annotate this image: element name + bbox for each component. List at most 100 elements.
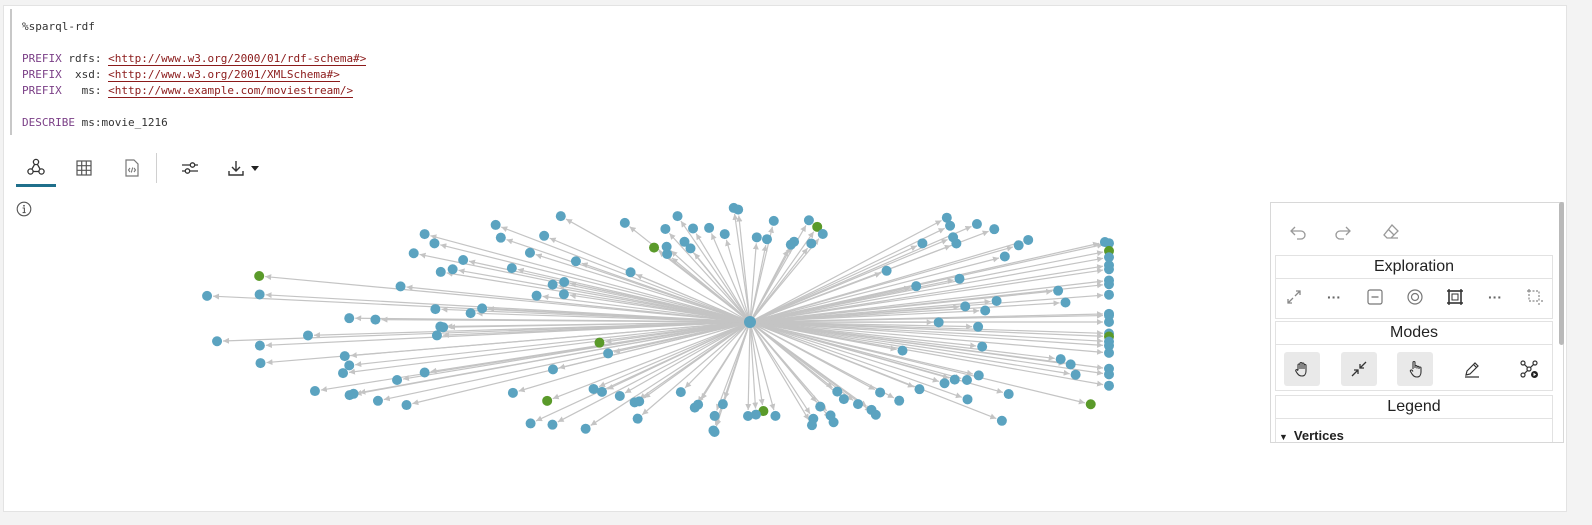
- graph-edge[interactable]: [355, 315, 751, 323]
- graph-edge[interactable]: [265, 292, 751, 323]
- graph-edge[interactable]: [749, 244, 768, 323]
- graph-vertex[interactable]: [911, 281, 922, 292]
- graph-vertex[interactable]: [750, 409, 761, 420]
- code-editor[interactable]: %sparql-rdf PREFIX rdfs: <http://www.w3.…: [10, 9, 1552, 135]
- graph-vertex[interactable]: [372, 395, 383, 406]
- graph-vertex[interactable]: [803, 215, 814, 226]
- graph-edge[interactable]: [624, 321, 751, 394]
- graph-vertex[interactable]: [973, 321, 984, 332]
- graph-vertex[interactable]: [1003, 389, 1014, 400]
- graph-edge[interactable]: [749, 321, 939, 383]
- graph-vertex[interactable]: [1104, 252, 1114, 263]
- graph-edge[interactable]: [749, 321, 1104, 348]
- graph-vertex[interactable]: [603, 348, 614, 359]
- graph-vertex[interactable]: [762, 234, 773, 245]
- collapse-button[interactable]: [1358, 280, 1392, 314]
- pan-mode-button[interactable]: [1284, 352, 1320, 386]
- graph-edge[interactable]: [749, 239, 948, 323]
- graph-vertex[interactable]: [996, 415, 1007, 426]
- graph-edge[interactable]: [265, 274, 751, 323]
- graph-vertex[interactable]: [951, 238, 962, 249]
- graph-vertex[interactable]: [688, 223, 699, 234]
- graph-vertex[interactable]: [679, 236, 690, 247]
- graph-edge[interactable]: [749, 321, 1086, 405]
- graph-edge[interactable]: [749, 321, 872, 412]
- graph-vertex[interactable]: [675, 387, 686, 398]
- graph-vertex[interactable]: [408, 248, 419, 259]
- graph-edge[interactable]: [749, 321, 1104, 340]
- graph-vertex[interactable]: [619, 217, 630, 228]
- graph-vertex[interactable]: [547, 419, 558, 430]
- table-view-button[interactable]: [64, 149, 104, 187]
- graph-edge[interactable]: [446, 321, 751, 330]
- graph-edge[interactable]: [749, 288, 1053, 323]
- graph-vertex[interactable]: [1104, 310, 1114, 321]
- graph-vertex[interactable]: [559, 276, 570, 287]
- graph-vertex[interactable]: [817, 228, 828, 239]
- graph-edge[interactable]: [605, 321, 751, 345]
- graph-edge[interactable]: [670, 250, 751, 323]
- group-more-button[interactable]: ···: [1488, 289, 1502, 305]
- graph-vertex[interactable]: [960, 301, 971, 312]
- graph-vertex[interactable]: [547, 279, 558, 290]
- graph-vertex[interactable]: [395, 281, 406, 292]
- graph-edge[interactable]: [749, 264, 1104, 323]
- graph-vertex[interactable]: [881, 265, 892, 276]
- graph-edge[interactable]: [749, 256, 1000, 323]
- graph-vertex[interactable]: [999, 251, 1010, 262]
- graph-vertex[interactable]: [625, 267, 636, 278]
- info-icon[interactable]: [16, 201, 32, 217]
- graph-vertex[interactable]: [917, 238, 928, 249]
- select-mode-button[interactable]: [1397, 352, 1433, 386]
- graph-vertex[interactable]: [768, 215, 779, 226]
- graph-edge[interactable]: [749, 321, 1065, 366]
- graph-vertex[interactable]: [309, 386, 320, 397]
- graph-vertex[interactable]: [973, 370, 984, 381]
- graph-vertex[interactable]: [933, 317, 944, 328]
- graph-vertex[interactable]: [806, 420, 817, 431]
- graph-edge[interactable]: [749, 231, 815, 323]
- graph-vertex[interactable]: [348, 388, 359, 399]
- graph-edge[interactable]: [749, 321, 831, 419]
- graph-edge[interactable]: [355, 321, 751, 368]
- graph-vertex[interactable]: [991, 295, 1002, 306]
- graph-edge[interactable]: [749, 321, 963, 399]
- graph-edge[interactable]: [749, 272, 882, 323]
- graph-vertex[interactable]: [1104, 279, 1114, 290]
- graph-vertex[interactable]: [1104, 264, 1114, 275]
- graph-vertex[interactable]: [662, 249, 673, 260]
- graph-vertex[interactable]: [853, 399, 864, 410]
- graph-edge[interactable]: [749, 285, 911, 323]
- graph-edge[interactable]: [348, 321, 751, 375]
- graph-vertex[interactable]: [254, 270, 265, 281]
- ungroup-button[interactable]: [1518, 280, 1552, 314]
- graph-vertex[interactable]: [430, 304, 441, 315]
- graph-vertex[interactable]: [1104, 238, 1114, 249]
- graph-vertex[interactable]: [458, 254, 469, 265]
- graph-vertex[interactable]: [962, 394, 973, 405]
- focus-button[interactable]: [1398, 280, 1432, 314]
- graph-vertex[interactable]: [254, 289, 265, 300]
- graph-edge[interactable]: [749, 321, 811, 415]
- graph-vertex[interactable]: [339, 351, 350, 362]
- graph-vertex[interactable]: [661, 241, 672, 252]
- graph-vertex[interactable]: [954, 273, 965, 284]
- graph-vertex[interactable]: [894, 395, 905, 406]
- graph-vertex[interactable]: [649, 242, 660, 253]
- graph-edge[interactable]: [350, 321, 751, 359]
- graph-vertex[interactable]: [632, 413, 643, 424]
- graph-vertex[interactable]: [1060, 297, 1071, 308]
- graph-edge[interactable]: [749, 321, 810, 421]
- download-button[interactable]: [218, 149, 268, 187]
- sticky-mode-button[interactable]: [1341, 352, 1377, 386]
- graph-edge[interactable]: [440, 243, 751, 323]
- graph-vertex[interactable]: [401, 400, 412, 411]
- graph-vertex[interactable]: [392, 375, 403, 386]
- graph-edge[interactable]: [518, 321, 751, 393]
- graph-vertex[interactable]: [202, 290, 213, 301]
- graph-vertex[interactable]: [961, 374, 972, 385]
- graph-vertex[interactable]: [672, 211, 683, 222]
- graph-edge[interactable]: [613, 321, 751, 354]
- graph-vertex[interactable]: [477, 303, 488, 314]
- graph-vertex[interactable]: [1065, 359, 1076, 370]
